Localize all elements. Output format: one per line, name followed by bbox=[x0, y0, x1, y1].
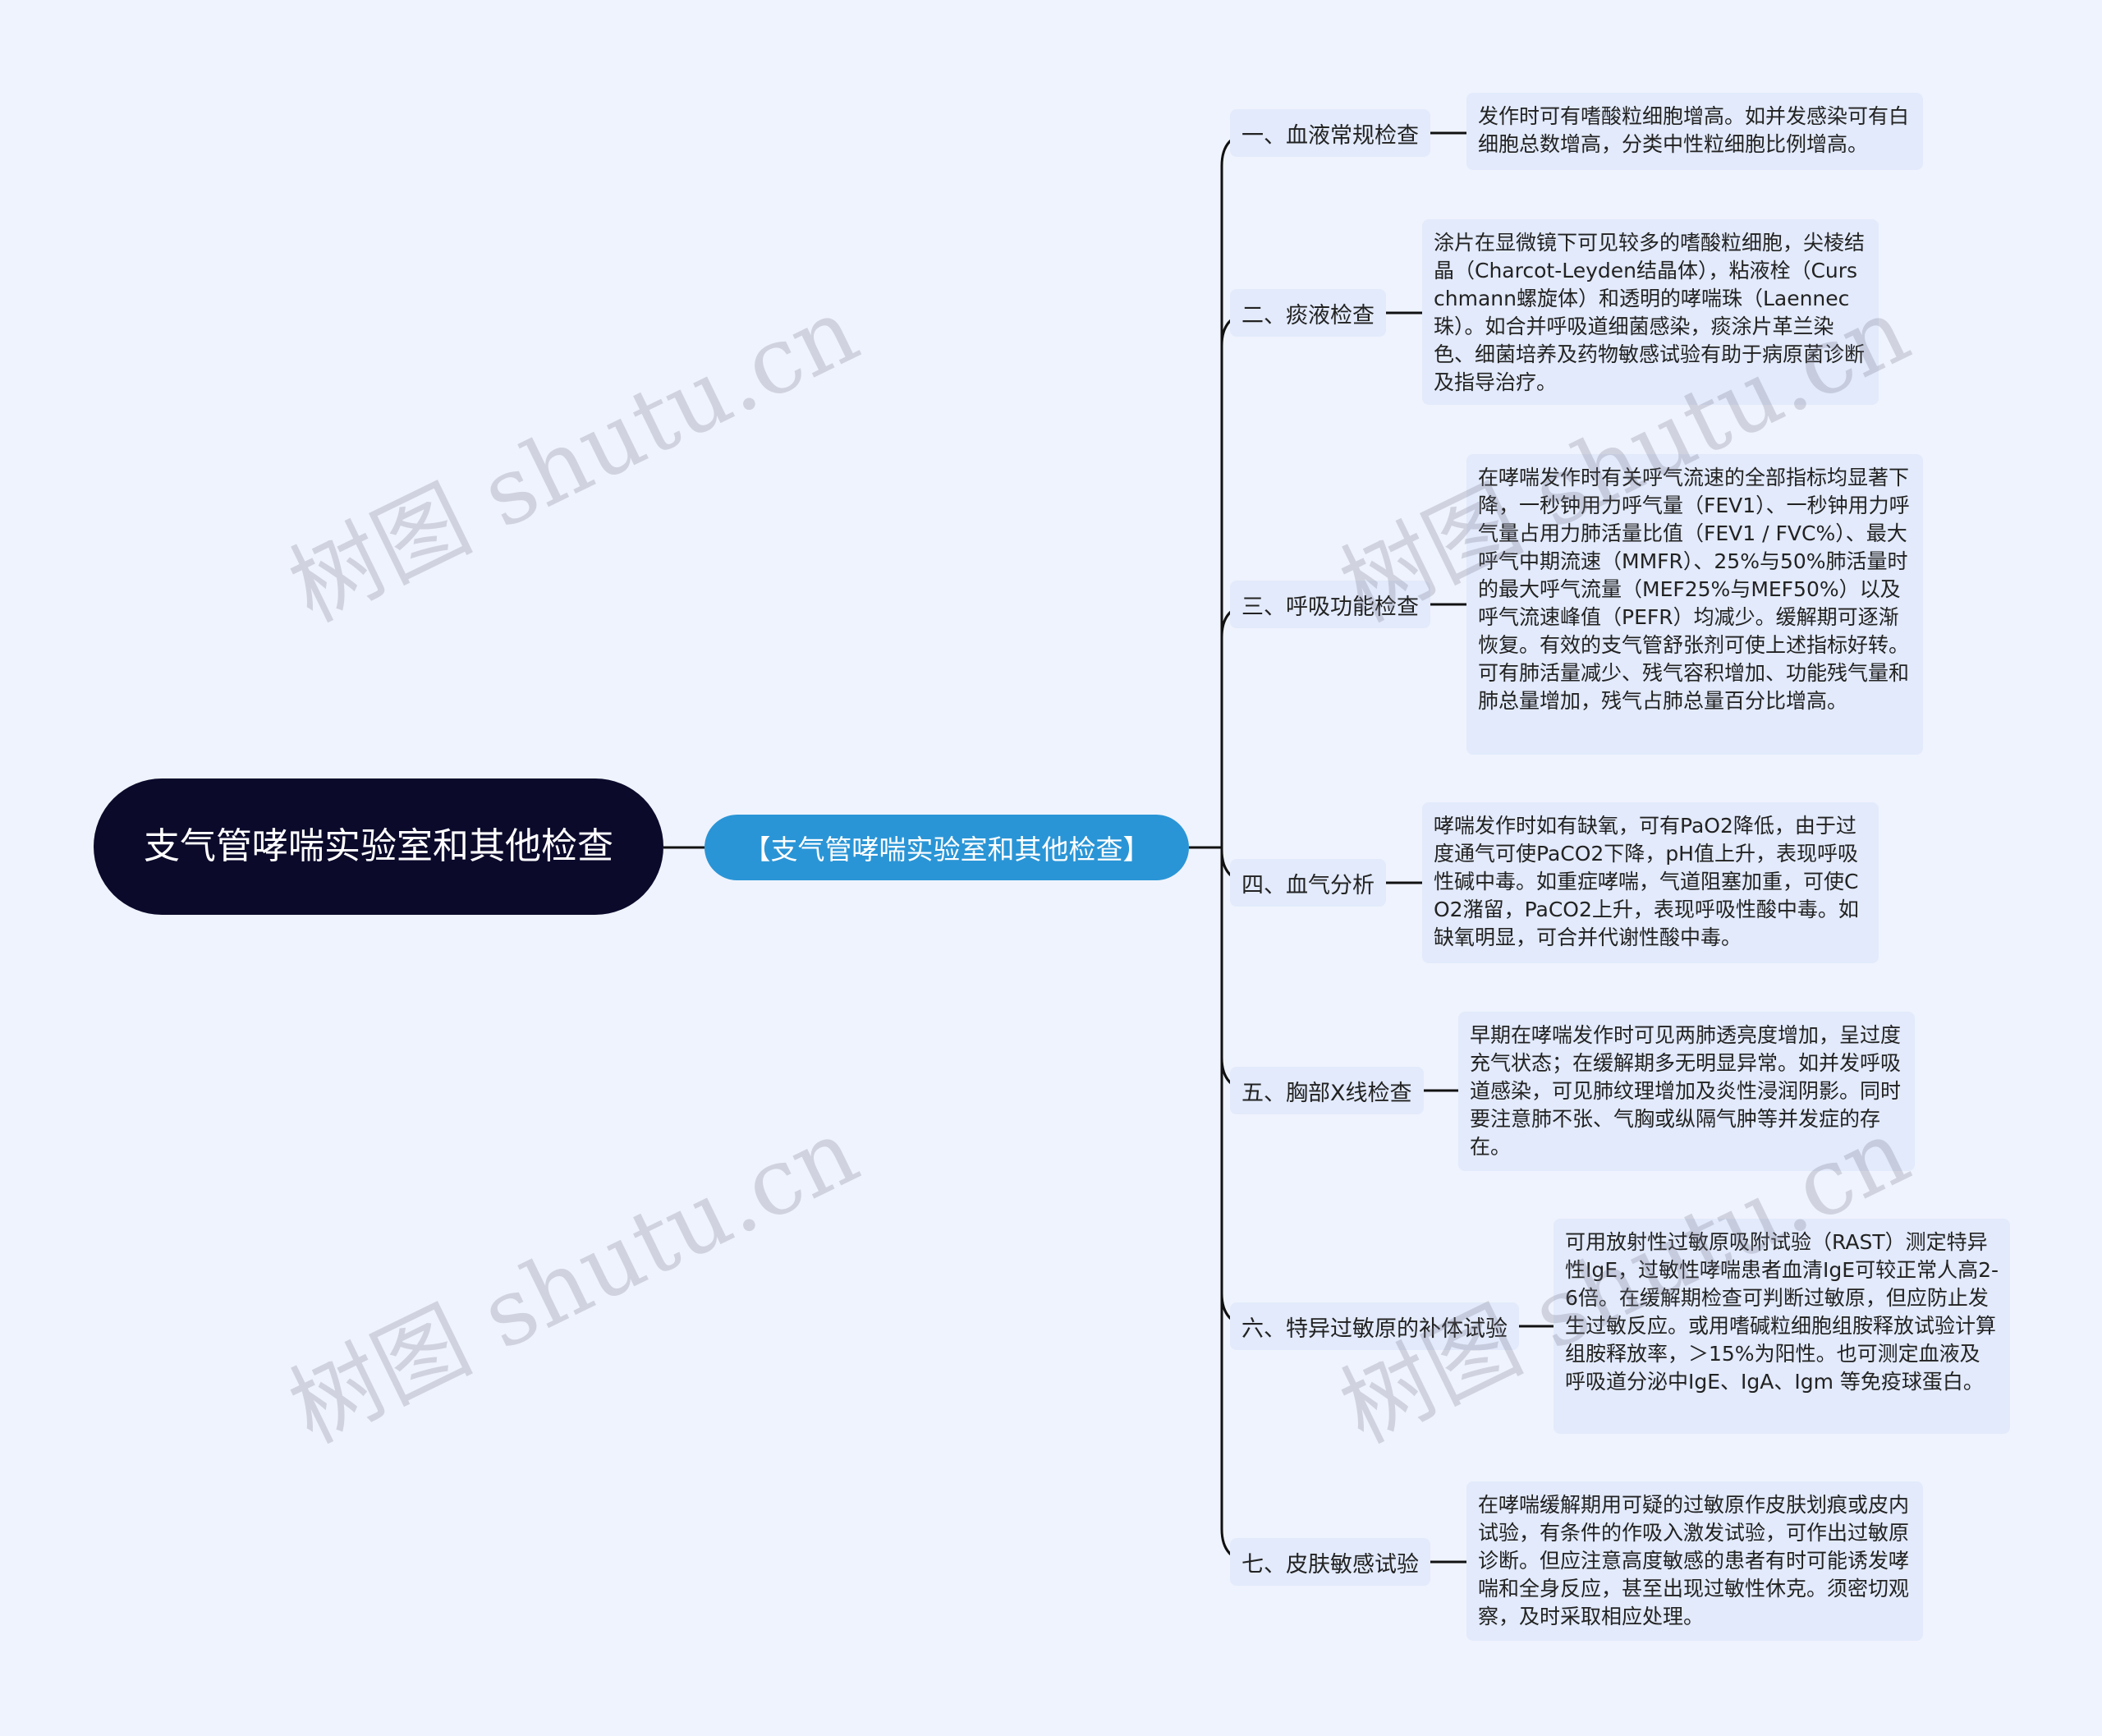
detail-chest-xray[interactable]: 早期在哮喘发作时可见两肺透亮度增加，呈过度充气状态；在缓解期多无明显异常。如并发… bbox=[1458, 1012, 1915, 1171]
branch-label: 六、特异过敏原的补体试验 bbox=[1241, 1316, 1508, 1342]
detail-blood-gas[interactable]: 哮喘发作时如有缺氧，可有PaO2降低，由于过度通气可使PaCO2下降，pH值上升… bbox=[1422, 802, 1879, 963]
branch-allergen-test[interactable]: 六、特异过敏原的补体试验 bbox=[1230, 1302, 1519, 1350]
branch-respiratory-function[interactable]: 三、呼吸功能检查 bbox=[1230, 581, 1430, 628]
central-topic-label: 【支气管哮喘实验室和其他检查】 bbox=[743, 834, 1150, 866]
root-topic-label: 支气管哮喘实验室和其他检查 bbox=[144, 825, 613, 867]
detail-text: 发作时可有嗜酸粒细胞增高。如并发感染可有白细胞总数增高，分类中性粒细胞比例增高。 bbox=[1478, 104, 1910, 156]
branch-line bbox=[1220, 603, 1255, 847]
detail-allergen-test[interactable]: 可用放射性过敏原吸附试验（RAST）测定特异性IgE，过敏性哮喘患者血清IgE可… bbox=[1554, 1219, 2010, 1434]
detail-text: 早期在哮喘发作时可见两肺透亮度增加，呈过度充气状态；在缓解期多无明显异常。如并发… bbox=[1470, 1023, 1902, 1159]
branch-skin-test[interactable]: 七、皮肤敏感试验 bbox=[1230, 1538, 1430, 1586]
branch-label: 五、胸部X线检查 bbox=[1241, 1080, 1412, 1106]
detail-text: 在哮喘缓解期用可疑的过敏原作皮肤划痕或皮内试验，有条件的作吸入激发试验，可作出过… bbox=[1478, 1493, 1910, 1628]
branch-label: 四、血气分析 bbox=[1241, 872, 1375, 898]
detail-respiratory-function[interactable]: 在哮喘发作时有关呼气流速的全部指标均显著下降，一秒钟用力呼气量（FEV1）、一秒… bbox=[1466, 454, 1923, 755]
branch-line bbox=[1220, 847, 1255, 1564]
branch-label: 七、皮肤敏感试验 bbox=[1241, 1551, 1419, 1578]
branch-blood-routine[interactable]: 一、血液常规检查 bbox=[1230, 109, 1430, 157]
branch-line bbox=[1220, 131, 1255, 847]
detail-text: 哮喘发作时如有缺氧，可有PaO2降低，由于过度通气可使PaCO2下降，pH值上升… bbox=[1434, 814, 1859, 949]
detail-skin-test[interactable]: 在哮喘缓解期用可疑的过敏原作皮肤划痕或皮内试验，有条件的作吸入激发试验，可作出过… bbox=[1466, 1481, 1923, 1641]
detail-text: 在哮喘发作时有关呼气流速的全部指标均显著下降，一秒钟用力呼气量（FEV1）、一秒… bbox=[1478, 466, 1910, 713]
branch-label: 二、痰液检查 bbox=[1241, 302, 1375, 328]
detail-text: 涂片在显微镜下可见较多的嗜酸粒细胞，尖棱结晶（Charcot-Leyden结晶体… bbox=[1434, 231, 1866, 394]
branch-blood-gas[interactable]: 四、血气分析 bbox=[1230, 859, 1386, 907]
branch-chest-xray[interactable]: 五、胸部X线检查 bbox=[1230, 1067, 1424, 1114]
branch-label: 一、血液常规检查 bbox=[1241, 122, 1419, 149]
detail-blood-routine[interactable]: 发作时可有嗜酸粒细胞增高。如并发感染可有白细胞总数增高，分类中性粒细胞比例增高。 bbox=[1466, 93, 1923, 170]
detail-text: 可用放射性过敏原吸附试验（RAST）测定特异性IgE，过敏性哮喘患者血清IgE可… bbox=[1565, 1230, 1999, 1394]
detail-sputum[interactable]: 涂片在显微镜下可见较多的嗜酸粒细胞，尖棱结晶（Charcot-Leyden结晶体… bbox=[1422, 219, 1879, 405]
root-topic[interactable]: 支气管哮喘实验室和其他检查 bbox=[94, 778, 663, 915]
branch-label: 三、呼吸功能检查 bbox=[1241, 594, 1419, 620]
central-topic[interactable]: 【支气管哮喘实验室和其他检查】 bbox=[704, 815, 1189, 880]
branch-sputum[interactable]: 二、痰液检查 bbox=[1230, 289, 1386, 337]
